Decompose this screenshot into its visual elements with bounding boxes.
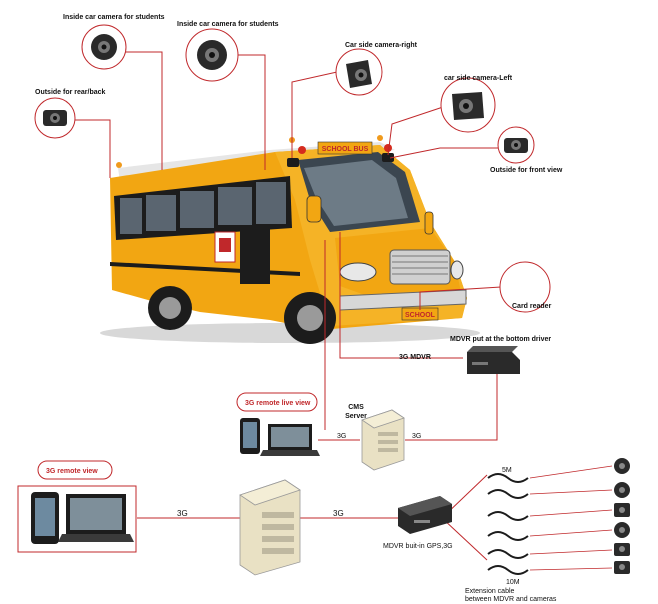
- bus-roof-sign: SCHOOL BUS: [322, 146, 369, 153]
- text-labels: Inside car camera for students Inside ca…: [35, 14, 563, 603]
- camera-set-icons: [614, 458, 630, 574]
- label-3g-bottom-left: 3G: [177, 509, 188, 518]
- extension-cables: [487, 473, 529, 575]
- inside-camera-2-icon: [197, 40, 227, 70]
- label-side-left: car side camera-Left: [444, 75, 513, 82]
- label-side-right: Car side camera-right: [345, 42, 418, 49]
- remote-view-devices-icon: [31, 492, 134, 544]
- label-front-view: Outside for front view: [490, 167, 563, 174]
- label-ext-line1: Extension cable: [465, 588, 515, 595]
- label-remote-view: 3G remote view: [46, 468, 98, 475]
- label-3g-bottom-right: 3G: [333, 509, 344, 518]
- label-mdvr-3g: 3G MDVR: [399, 354, 431, 361]
- front-camera-icon: [504, 138, 528, 153]
- label-ext-line2: between MDVR and cameras: [465, 596, 557, 603]
- side-camera-left-icon: [452, 92, 484, 120]
- live-view-devices-icon: [240, 418, 320, 456]
- label-mdvr-bottom: MDVR put at the bottom driver: [450, 336, 551, 343]
- label-live-view: 3G remote live view: [245, 400, 311, 407]
- label-card-reader: Card reader: [512, 303, 552, 310]
- label-cms-line1: CMS: [348, 404, 364, 411]
- label-rear-back: Outside for rear/back: [35, 89, 106, 96]
- side-camera-right-icon: [346, 60, 372, 88]
- mdvr-unit-icon: [467, 346, 520, 374]
- cms-server-icon: [361, 409, 405, 471]
- label-5m: 5M: [502, 467, 512, 474]
- live-view-bubble: [236, 392, 318, 412]
- rear-camera-icon: [43, 110, 67, 126]
- school-bus: SCHOOL BUS SCHOOL: [100, 135, 480, 344]
- label-cms-line2: Server: [345, 413, 367, 420]
- leader-lines: [73, 51, 503, 561]
- cable-fan-lines: [529, 465, 613, 571]
- label-10m: 10M: [506, 579, 520, 586]
- label-3g-left: 3G: [337, 433, 346, 440]
- label-inside-cam-2: Inside car camera for students: [177, 21, 279, 28]
- label-3g-right: 3G: [412, 433, 421, 440]
- remote-view-bubble: [37, 460, 113, 480]
- mdvr-gps-unit-icon: [398, 496, 452, 534]
- main-server-icon: [239, 479, 301, 576]
- bus-bumper-sign: SCHOOL: [405, 312, 436, 319]
- label-inside-cam-1: Inside car camera for students: [63, 14, 165, 21]
- label-mdvr-gps: MDVR buit-in GPS,3G: [383, 543, 453, 550]
- inside-camera-1-icon: [91, 34, 117, 60]
